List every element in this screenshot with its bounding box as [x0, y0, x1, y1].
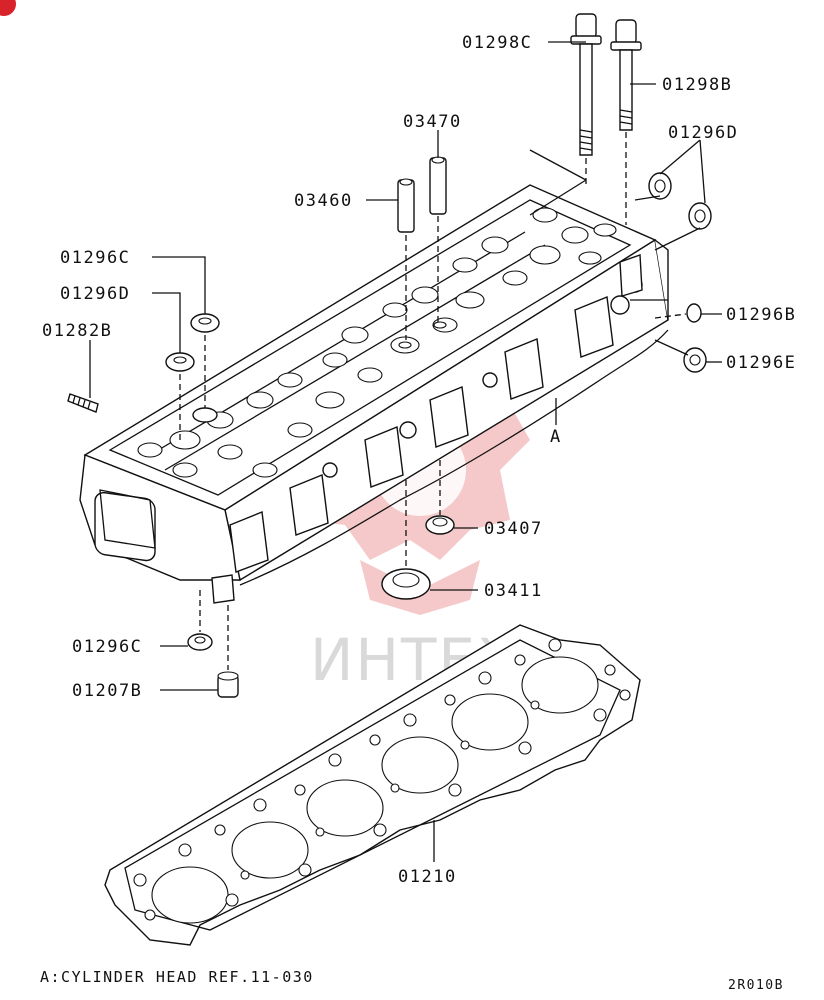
head-bolt-01298C [570, 13, 602, 156]
callout-01296C-bottom: 01296C [72, 637, 142, 657]
callout-01207B: 01207B [72, 681, 142, 701]
callout-01282B: 01282B [42, 321, 112, 341]
footnote: A:CYLINDER HEAD REF.11-030 [40, 968, 314, 986]
sleeve-03470 [429, 156, 447, 215]
callout-01296D-top: 01296D [668, 123, 738, 143]
deck-holes [137, 207, 617, 478]
plug-01296B [654, 303, 702, 323]
figure-code: 2R010B [728, 978, 784, 993]
callout-01210: 01210 [398, 867, 457, 887]
plug-01207B [217, 671, 239, 698]
callout-03470: 03470 [403, 112, 462, 132]
callout-03460: 03460 [294, 191, 353, 211]
callout-03407: 03407 [484, 519, 543, 539]
callout-01296E: 01296E [726, 353, 796, 373]
seal-03411 [381, 568, 431, 600]
stud-01282B [67, 393, 99, 413]
corner-marker-icon [0, 0, 16, 16]
callout-01296B: 01296B [726, 305, 796, 325]
leader-lines [89, 41, 722, 862]
callout-01298B: 01298B [662, 75, 732, 95]
plug-01296C-lower [187, 633, 213, 651]
head-bolt-01298B [610, 19, 642, 131]
plug-01296C-upper [190, 313, 220, 333]
sleeve-03460 [397, 178, 415, 233]
callout-01298C: 01298C [462, 33, 532, 53]
callout-A: A [550, 427, 562, 447]
callout-01296D-left: 01296D [60, 284, 130, 304]
seal-03407 [425, 515, 455, 535]
plug-01296E [683, 347, 707, 373]
cylinder-head [79, 184, 669, 604]
plug-01296D-lower [688, 202, 712, 230]
head-gasket-01210 [104, 624, 641, 946]
callout-03411: 03411 [484, 581, 543, 601]
callout-01296C-top: 01296C [60, 248, 130, 268]
plug-01296D-upper [648, 172, 672, 200]
gasket-small-holes [133, 638, 631, 921]
plug-01296D-left [165, 352, 195, 372]
exhaust-ports [229, 296, 669, 586]
